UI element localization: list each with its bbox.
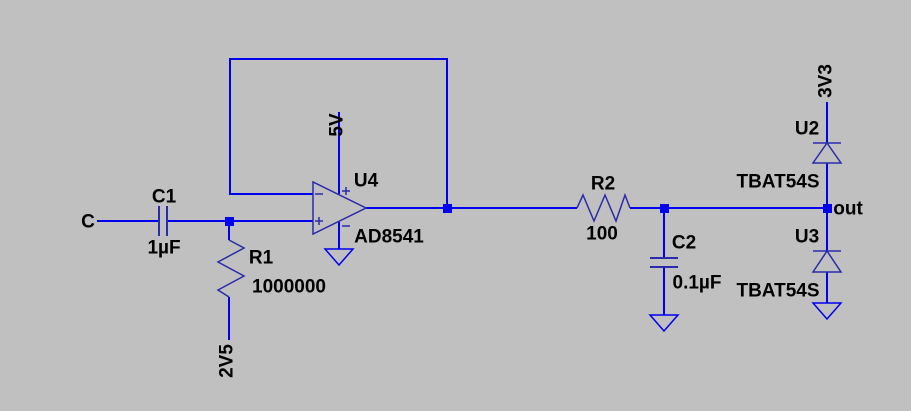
opamp-triangle-symbol[interactable] (312, 180, 368, 236)
ground-symbol-u3[interactable] (811, 302, 843, 321)
junction-out-node[interactable] (823, 204, 832, 213)
wire-feedback-loop[interactable] (229, 58, 448, 208)
r1-ref-label: R1 (248, 247, 274, 269)
opamp-supply-5v-label: 5V (326, 113, 348, 137)
u2-ref-label: U2 (794, 118, 820, 140)
resistor-r2-symbol[interactable] (576, 192, 631, 224)
u3-part-label: TBAT54S (736, 280, 820, 302)
junction-opamp-output-node[interactable] (443, 204, 452, 213)
junction-input-node[interactable] (225, 217, 234, 226)
ground-symbol-c2[interactable] (648, 314, 680, 333)
c1-value-label: 1µF (147, 237, 181, 259)
u2-net-3v3-label: 3V3 (815, 64, 837, 98)
opamp-noninverting-input-marker (315, 217, 323, 225)
input-net-label: C (81, 211, 95, 233)
out-net-label: out (833, 198, 863, 220)
r2-value-label: 100 (586, 223, 618, 245)
r1-net-2v5-label: 2V5 (216, 344, 238, 378)
capacitor-c2-symbol[interactable] (650, 257, 678, 268)
resistor-r1-symbol[interactable] (216, 239, 246, 298)
c1-ref-label: C1 (151, 186, 177, 208)
opamp-part-label: AD8541 (354, 226, 424, 248)
diode-u2-symbol[interactable] (811, 141, 843, 164)
c2-ref-label: C2 (671, 232, 697, 254)
ground-symbol-opamp[interactable] (323, 248, 355, 267)
diode-u3-symbol[interactable] (811, 249, 843, 273)
r2-ref-label: R2 (590, 173, 616, 195)
u3-ref-label: U3 (794, 226, 820, 248)
r1-value-label: 1000000 (252, 276, 326, 298)
capacitor-c1-symbol[interactable] (158, 206, 168, 236)
opamp-positive-supply-marker (342, 187, 350, 195)
opamp-ref-label: U4 (353, 170, 379, 192)
junction-r2-c2-node[interactable] (660, 204, 669, 213)
c2-value-label: 0.1µF (672, 272, 722, 294)
u2-part-label: TBAT54S (736, 171, 820, 193)
